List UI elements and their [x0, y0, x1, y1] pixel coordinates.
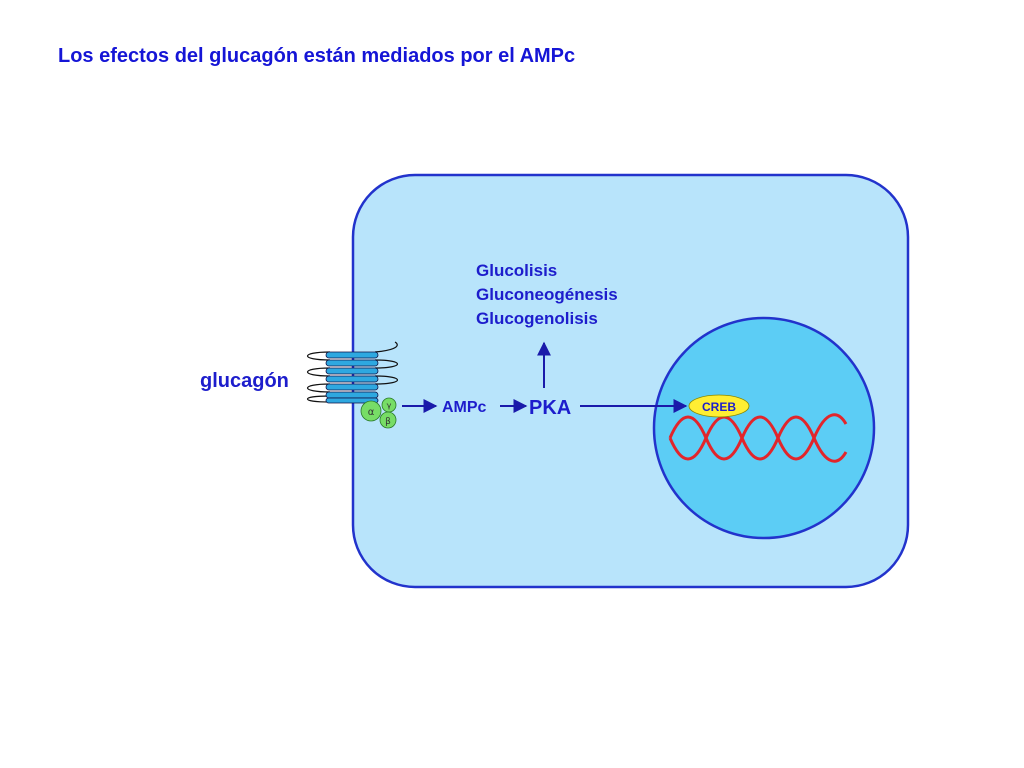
effect-glucogenolisis: Glucogenolisis	[476, 309, 598, 328]
glucagon-receptor	[307, 341, 398, 404]
g-protein-beta	[379, 411, 397, 429]
effect-gluconeogenesis: Gluconeogénesis	[476, 285, 618, 304]
pka-label: PKA	[529, 397, 571, 419]
metabolic-effects-list: Glucolisis Gluconeogénesis Glucogenolisi…	[476, 261, 618, 328]
g-protein-alpha	[360, 400, 382, 422]
creb-label: CREB	[702, 400, 736, 414]
glucagon-label: glucagón	[200, 370, 289, 392]
ampc-label: AMPc	[442, 399, 487, 416]
g-alpha-label: α	[368, 407, 375, 418]
nucleus	[652, 316, 876, 540]
page-title: Los efectos del glucagón están mediados …	[58, 45, 575, 67]
g-beta-label: β	[385, 417, 391, 427]
effect-glucolisis: Glucolisis	[476, 261, 557, 280]
dna-helix	[668, 413, 848, 463]
g-gamma-label: γ	[387, 401, 392, 410]
g-protein: α γ β	[360, 397, 397, 429]
creb-protein: CREB	[688, 394, 750, 418]
